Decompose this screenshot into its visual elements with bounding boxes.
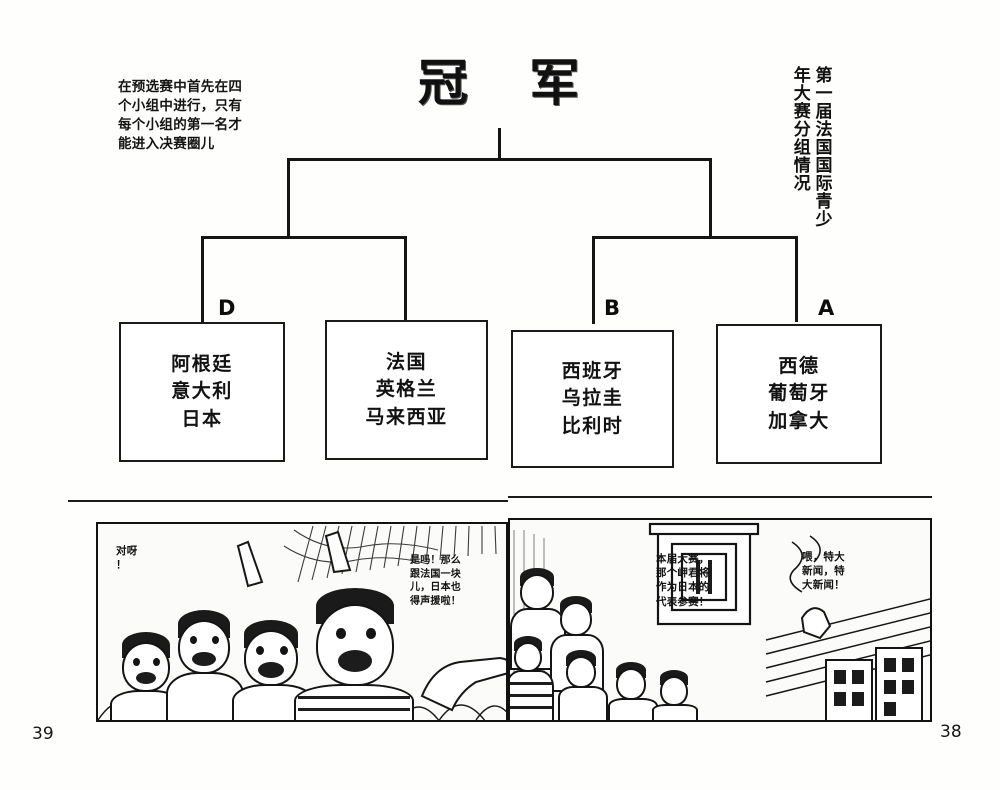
comic-panel-right: 本届大赛， 那个岬君将 作为日本的 代表参赛！ 喂，特大 新闻，特 大新闻！	[508, 518, 932, 722]
group-letter-a: A	[818, 296, 835, 320]
character-shirt-stripe	[510, 682, 552, 685]
character-eye	[133, 658, 140, 666]
champion-title: 冠 军	[418, 54, 602, 112]
tournament-vertical-title: 第一届法国国际青少年大赛分组情况	[789, 66, 832, 228]
bracket-side-note: 在预选赛中首先在四个小组中进行，只有每个小组的第一名才能进入决赛圈儿	[118, 79, 243, 153]
speech-bubble-text-right-1: 本届大赛， 那个岬君将 作为日本的 代表参赛！	[656, 553, 710, 608]
character-eye	[280, 646, 288, 655]
character-head	[514, 642, 542, 672]
character-mouth	[338, 650, 372, 672]
team-name: 日本	[181, 407, 223, 430]
character-head	[560, 602, 592, 636]
team-name: 加拿大	[768, 409, 830, 432]
team-name: 意大利	[171, 380, 233, 403]
character-head	[520, 574, 554, 610]
panel-artwork-street	[510, 520, 930, 720]
character-eye	[190, 636, 197, 644]
team-name: 阿根廷	[171, 352, 233, 375]
bracket-line-right-semi-vertical	[709, 158, 712, 238]
bracket-line-group-d-stem	[201, 236, 204, 324]
group-box-d: 阿根廷 意大利 日本	[119, 322, 285, 462]
character-eye	[366, 628, 376, 639]
character-body	[652, 704, 698, 720]
character-head	[616, 668, 646, 700]
group-box-2: 法国 英格兰 马来西亚	[325, 320, 488, 460]
character-eye	[212, 636, 219, 644]
page-number-right: 38	[940, 722, 962, 742]
character-head	[566, 656, 596, 688]
character-shirt-stripe	[510, 694, 552, 697]
character-mouth	[192, 652, 216, 666]
speech-bubble-text-left-1: 对呀 ！	[116, 545, 138, 572]
character-shirt-stripe	[298, 708, 410, 711]
group-letter-d: D	[218, 296, 236, 320]
team-name: 马来西亚	[365, 405, 448, 428]
bracket-line-group-2-stem	[404, 236, 407, 320]
character-eye	[153, 658, 160, 666]
team-name: 比利时	[561, 414, 624, 437]
character-body	[608, 698, 658, 720]
character-head	[122, 642, 170, 692]
bracket-line-left-quarter-horizontal	[201, 236, 406, 239]
bracket-line-left-semi-vertical	[287, 158, 290, 238]
team-name: 英格兰	[375, 378, 438, 401]
panel-artwork-crowd	[98, 524, 506, 720]
character-body	[294, 684, 414, 720]
page-number-left: 39	[32, 724, 54, 744]
bracket-line-right-quarter-horizontal	[592, 236, 797, 239]
character-shirt-stripe	[298, 720, 410, 722]
comic-panel-left: 对呀 ！ 是吗！那么 跟法国一块 儿，日本也 得声援啦！	[96, 522, 508, 722]
bracket-line-group-a-stem	[795, 236, 798, 322]
group-box-b: 西班牙 乌拉圭 比利时	[511, 330, 674, 468]
team-name: 西班牙	[561, 359, 624, 382]
speech-bubble-text-left-2: 是吗！那么 跟法国一块 儿，日本也 得声援啦！	[410, 555, 461, 607]
character-body	[558, 686, 608, 720]
bracket-line-final-horizontal	[287, 158, 712, 161]
group-letter-b: B	[604, 296, 621, 320]
character-head	[660, 676, 688, 706]
team-name: 西德	[778, 354, 820, 377]
character-mouth	[258, 662, 284, 678]
team-name: 法国	[385, 350, 427, 373]
bracket-line-center-stem	[498, 128, 501, 160]
character-head	[316, 604, 394, 686]
team-name: 葡萄牙	[768, 382, 830, 405]
page-divider-left	[68, 500, 508, 502]
team-name: 乌拉圭	[561, 387, 624, 410]
character-eye	[336, 628, 346, 639]
page-divider-right	[508, 496, 932, 498]
group-box-a: 西德 葡萄牙 加拿大	[716, 324, 882, 464]
character-mouth	[136, 672, 156, 684]
character-shirt-stripe	[298, 696, 410, 699]
character-eye	[256, 646, 264, 655]
speech-bubble-text-right-2: 喂，特大 新闻，特 大新闻！	[802, 551, 845, 592]
bracket-line-group-b-stem	[592, 236, 595, 324]
character-shirt-stripe	[510, 706, 552, 709]
